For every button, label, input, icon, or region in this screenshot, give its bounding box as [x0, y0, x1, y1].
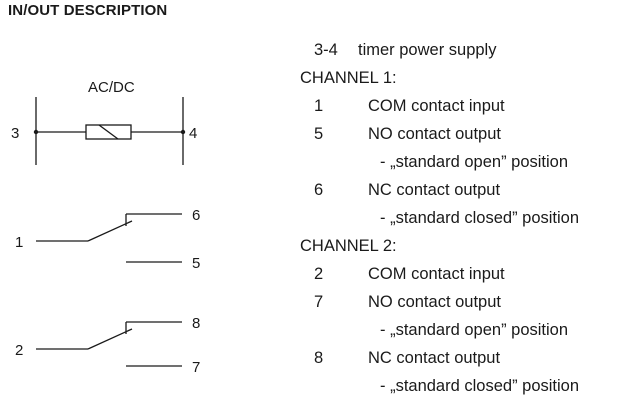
terminal-3-dot [33, 129, 39, 135]
timer-coil-icon [85, 124, 132, 140]
ch1-switch-blade [87, 220, 133, 242]
power-text: timer power supply [358, 41, 497, 59]
terminal-1-label: 1 [15, 234, 23, 251]
terminal-2-label: 2 [15, 342, 23, 359]
ch2-nc-num: 8 [314, 349, 324, 367]
ch1-com-num: 1 [314, 97, 324, 115]
ch1-nc-num: 6 [314, 181, 324, 199]
ch1-nc-note: - „standard closed” position [380, 209, 580, 227]
ch2-no-text: NO contact output [368, 293, 501, 311]
timer-coil-diagonal [98, 124, 119, 140]
ch1-no-text: NO contact output [368, 125, 501, 143]
ch2-no-note: - „standard open” position [380, 321, 569, 339]
terminal-6-label: 6 [192, 207, 200, 224]
ch1-nc-text: NC contact output [368, 181, 501, 199]
terminal-7-label: 7 [192, 359, 200, 376]
terminal-3-label: 3 [11, 125, 19, 142]
terminal-8-label: 8 [192, 315, 200, 332]
section-title: IN/OUT DESCRIPTION [8, 2, 168, 19]
power-num: 3-4 [314, 41, 338, 59]
ch1-no-note: - „standard open” position [380, 153, 569, 171]
ch2-switch-blade [87, 328, 133, 350]
terminal-4-dot [180, 129, 186, 135]
ch2-com-text: COM contact input [368, 265, 505, 283]
channel1-heading: CHANNEL 1: [300, 69, 397, 87]
terminal-5-label: 5 [192, 255, 200, 272]
ch1-com-text: COM contact input [368, 97, 505, 115]
ch2-nc-note: - „standard closed” position [380, 377, 580, 395]
supply-label: AC/DC [88, 79, 135, 96]
ch1-no-num: 5 [314, 125, 324, 143]
wiring-diagram: AC/DC 3 4 1 6 5 2 8 7 [11, 79, 200, 376]
channel2-heading: CHANNEL 2: [300, 237, 397, 255]
ch2-com-num: 2 [314, 265, 324, 283]
ch2-nc-text: NC contact output [368, 349, 501, 367]
terminal-4-label: 4 [189, 125, 197, 142]
ch2-no-num: 7 [314, 293, 324, 311]
